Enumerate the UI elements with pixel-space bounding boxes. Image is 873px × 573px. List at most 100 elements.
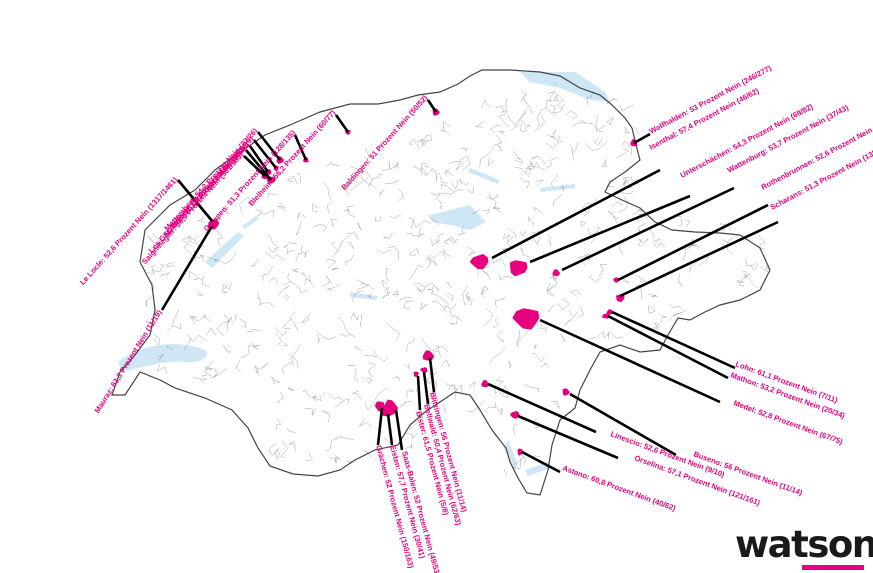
commune-labels: Mauraz: 63,3 Prozent Nein (11/19)Le Locl… [78,63,873,573]
municipality-border [619,104,635,112]
municipality-border [547,91,556,103]
municipality-border [492,134,503,148]
municipality-border [189,270,199,278]
municipality-border [289,280,308,294]
municipality-border [420,139,427,147]
municipality-border [440,176,448,184]
municipality-border [343,209,349,212]
municipality-border [455,160,465,171]
municipality-border [277,202,286,211]
municipality-border [438,199,443,211]
municipality-border [621,181,633,189]
municipality-border [398,188,404,201]
municipality-border [614,215,619,219]
municipality-border [251,342,261,351]
commune-area-bister [413,371,419,377]
municipality-border [254,365,260,376]
municipality-border [345,254,355,266]
municipality-border [368,182,377,190]
commune-area-buseno [562,388,570,396]
leader-line-graechen [376,407,384,446]
municipality-border [636,284,643,300]
commune-area-lohn [606,309,615,315]
municipality-border [527,165,533,175]
municipality-border [467,295,474,306]
municipality-border [489,347,506,364]
municipality-border [391,456,405,462]
municipality-border [513,455,524,466]
municipality-border [466,187,474,194]
municipality-border [156,364,167,374]
municipality-border [327,284,340,291]
municipality-border [205,327,218,336]
municipality-border [268,277,279,285]
municipality-border [263,209,274,218]
municipality-border [546,140,564,149]
municipality-border [257,291,262,306]
municipality-border [151,332,160,346]
municipality-borders [145,81,769,476]
municipality-border [442,120,451,132]
municipality-border [532,353,545,363]
municipality-border [255,209,263,217]
municipality-border [404,362,411,370]
municipality-border [364,354,377,358]
municipality-border [590,226,602,237]
municipality-border [545,156,558,169]
municipality-border [382,164,399,171]
municipality-border [540,362,550,368]
municipality-border [480,287,485,298]
municipality-border [157,353,164,361]
municipality-border [618,196,629,213]
leader-line-unterschaechen [529,194,691,264]
municipality-border [267,246,279,253]
municipality-border [633,208,643,216]
municipality-border [304,407,316,416]
municipality-border [331,241,339,253]
municipality-border [207,256,218,261]
municipality-border [283,294,290,301]
municipality-border [760,265,769,273]
municipality-border [408,247,419,256]
municipality-border [246,329,261,332]
municipality-border [372,350,389,362]
municipality-border [661,314,668,323]
municipality-border [466,400,485,412]
leader-line-scharans [619,220,779,298]
municipality-border [630,176,634,184]
lake-walen [540,184,575,192]
municipality-border [301,244,309,254]
municipality-border [421,135,429,144]
municipality-border [387,161,391,169]
municipality-border [426,214,439,226]
municipality-border [444,236,457,245]
municipality-border [431,238,440,247]
lake-geneva [118,343,208,372]
municipality-border [472,208,481,215]
municipality-border [520,230,526,237]
municipality-border [421,168,441,176]
municipality-border [553,81,557,86]
municipality-border [489,194,499,201]
municipality-border [303,251,307,258]
municipality-border [334,454,341,464]
municipality-border [420,167,428,176]
municipality-border [221,207,229,215]
commune-area-binn [422,350,435,361]
municipality-border [514,166,530,178]
municipality-border [152,233,162,242]
municipality-border [546,283,555,297]
municipality-border [331,267,339,271]
lake-lucerne [430,205,486,230]
municipality-border [182,235,192,246]
commune-area-bellwald [420,367,428,373]
municipality-border [357,284,375,292]
municipality-border [374,387,388,401]
municipality-border [327,201,333,214]
leader-line-baldingen [426,99,438,113]
leader-line-le-locle [177,179,214,223]
municipality-border [496,406,504,416]
municipality-border [440,359,450,367]
municipality-border [507,228,517,239]
